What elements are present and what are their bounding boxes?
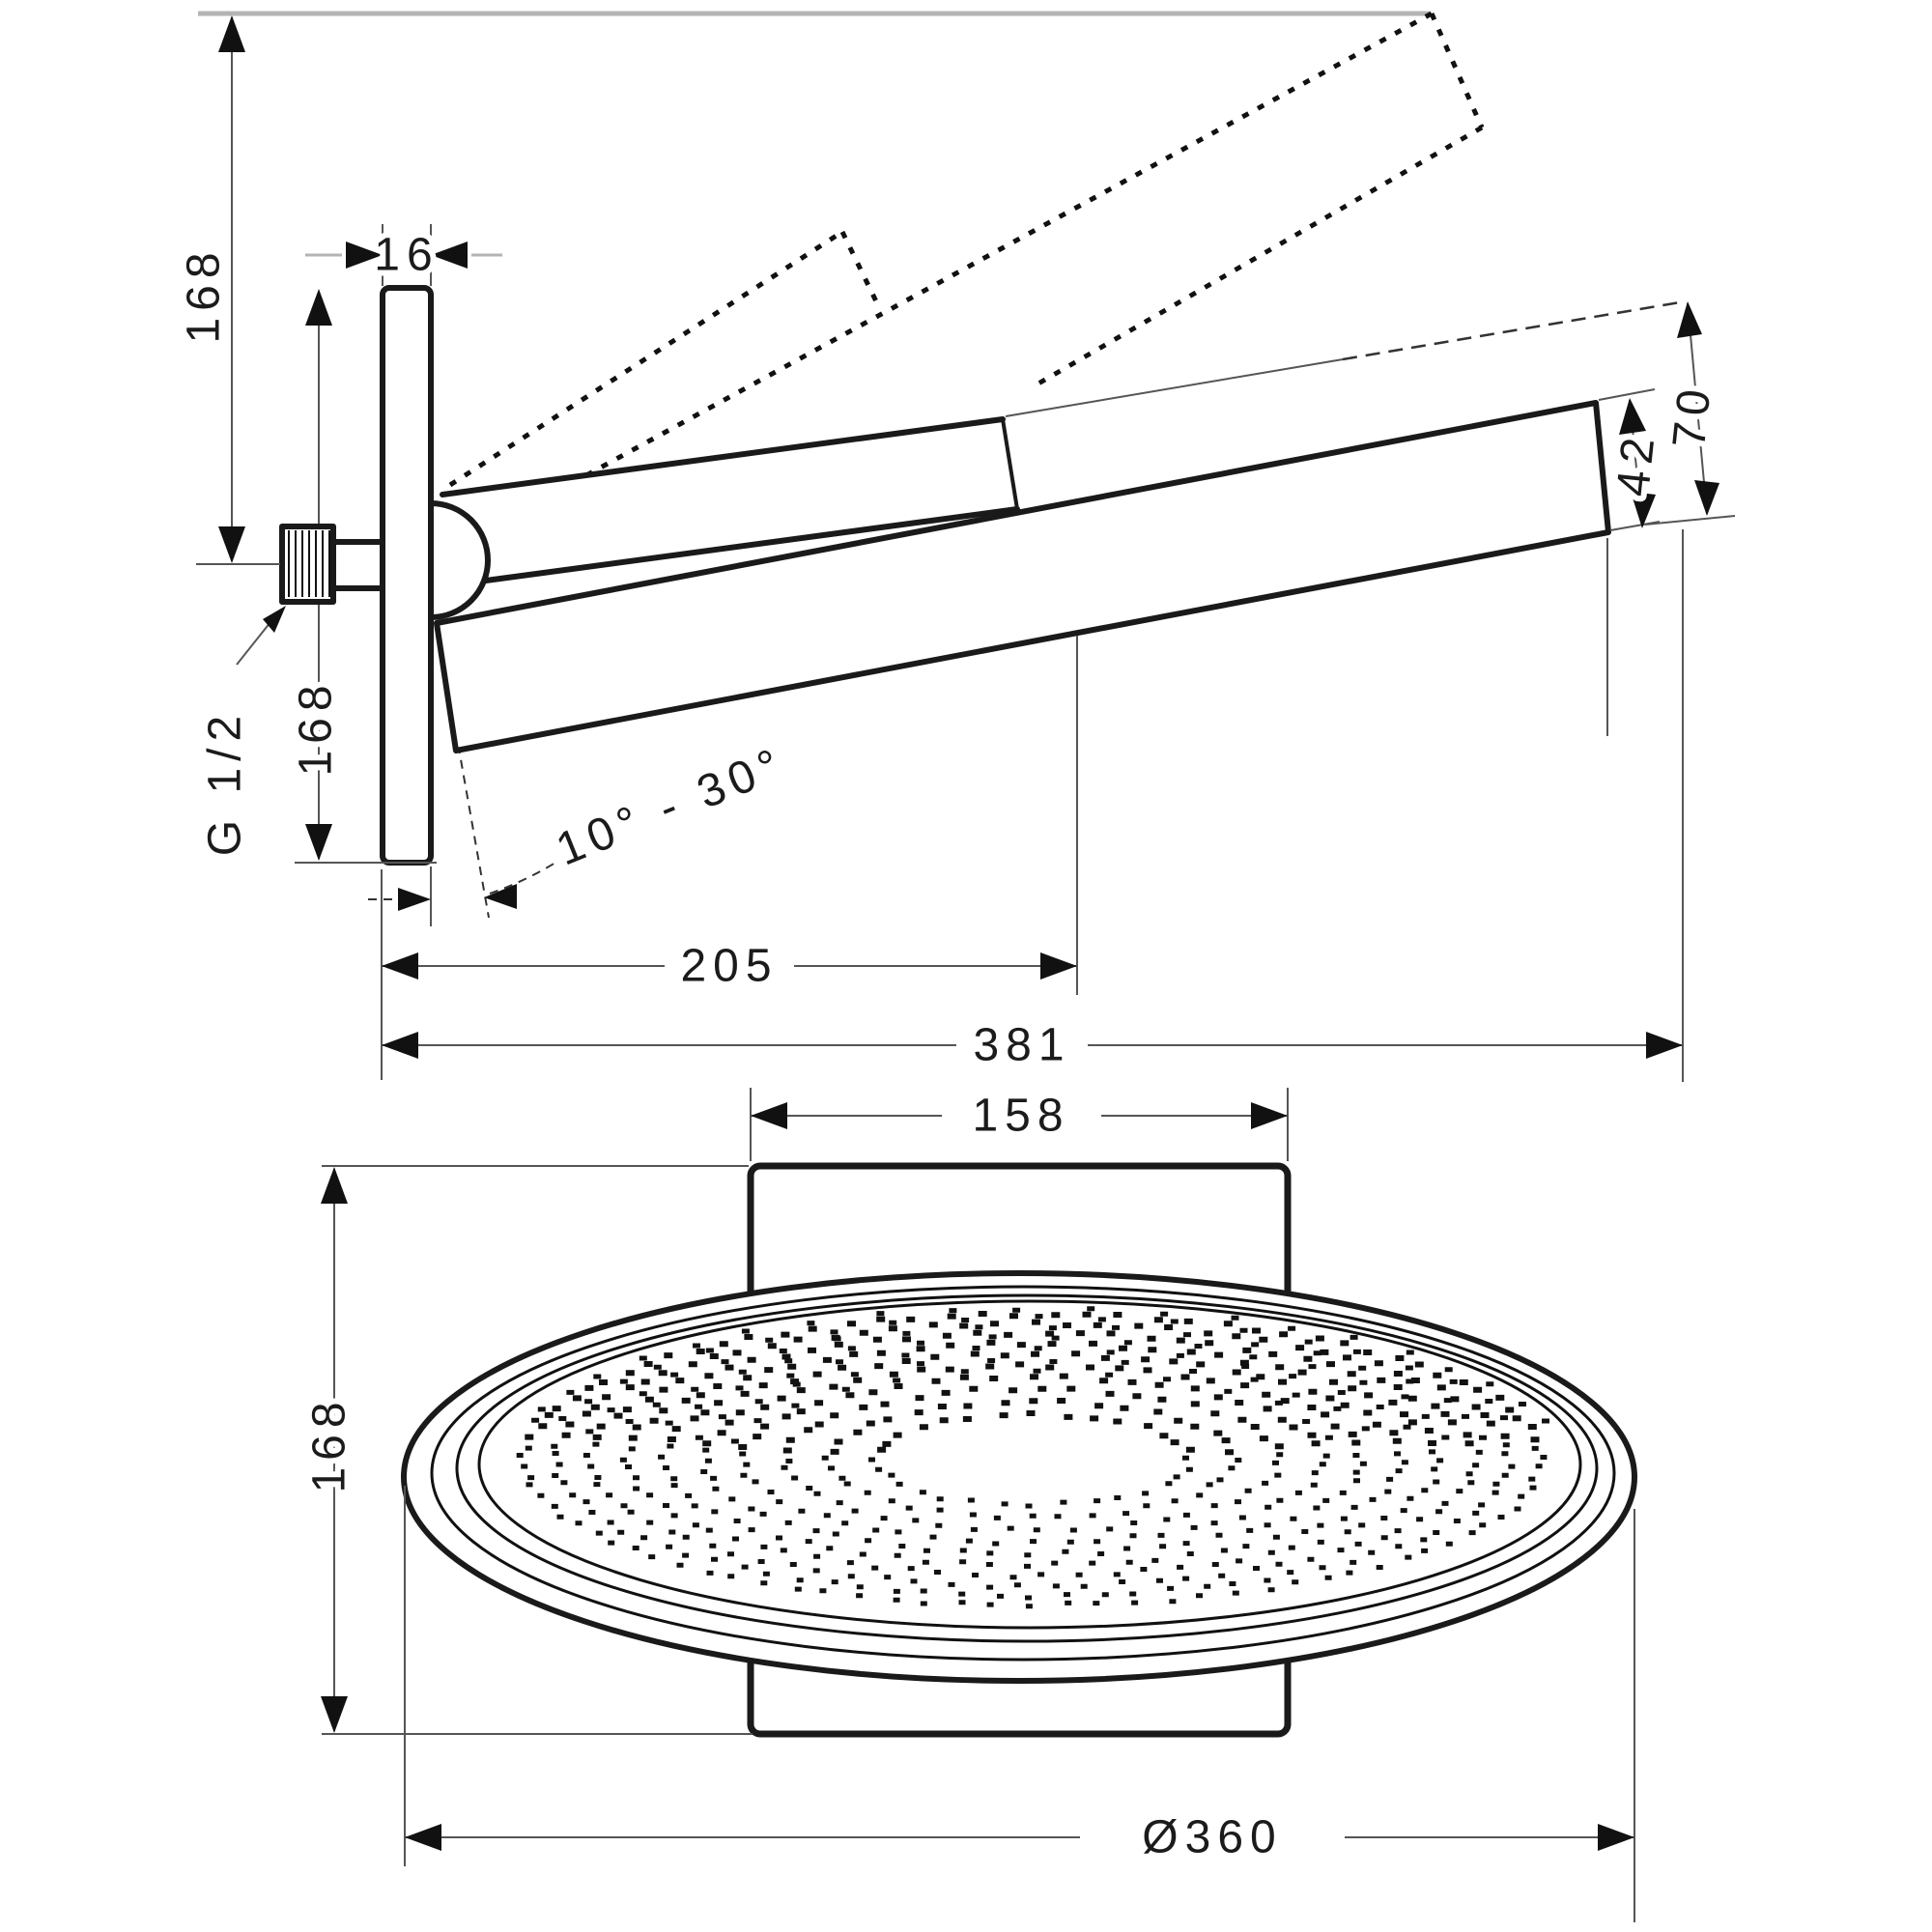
arm-extension-reference-line: [1005, 299, 1687, 417]
arrow-left: [484, 884, 517, 909]
raised-position-outline: [448, 11, 1485, 488]
rim-ring-1: [430, 1285, 1616, 1662]
side-view: 168 168: [173, 11, 1736, 1082]
dim-label-thread-size: G 1/2: [200, 709, 251, 856]
dim-label-wall-to-arm-end: 205: [680, 941, 778, 992]
spray-disc: [401, 1270, 1637, 1684]
rim-rings: [430, 1285, 1616, 1662]
dim-label-tilt-angle: 10° - 30°: [550, 737, 793, 875]
arm-bottom-edge: [483, 506, 1020, 583]
dim-wall-to-arm-end: 205: [381, 636, 1078, 1080]
reference-line-dashed: [1342, 299, 1687, 361]
dim-label-head-rim-thickness: 42: [1607, 429, 1665, 499]
dim-label-bracket-height: 168: [304, 1395, 355, 1492]
dim-bracket-width: 158: [750, 1085, 1289, 1161]
dim-label-bracket-width: 158: [972, 1091, 1069, 1142]
arrow-up: [305, 289, 332, 326]
reference-line-solid: [1005, 358, 1344, 417]
arrow-left: [346, 242, 383, 269]
leader-arrow: [263, 606, 286, 633]
nut-body: [279, 524, 336, 605]
arrow-right: [398, 888, 431, 911]
raised-head-top-edge: [584, 11, 1434, 478]
raised-arm-end-cap: [839, 230, 880, 305]
bottom-view: 158 168 Ø360: [298, 1085, 1637, 1922]
arrow-right: [431, 242, 468, 269]
dim-bracket-height: 168: [298, 1165, 753, 1735]
dim-head-rim-thickness: 42: [1598, 388, 1671, 531]
nut-stem: [330, 539, 385, 591]
dim-label-total-reach: 381: [973, 1020, 1070, 1071]
arrow-up: [1677, 301, 1702, 338]
arrow-up: [1619, 398, 1646, 435]
arrow-right: [1598, 1824, 1634, 1851]
dim-ceiling-to-axis: 168: [173, 15, 280, 565]
arrow-left: [751, 1102, 787, 1129]
dim-label-ceiling-to-axis: 168: [179, 245, 230, 343]
arrow-right: [1251, 1102, 1288, 1129]
arm-joint-line: [1001, 418, 1019, 510]
thread-callout: G 1/2: [194, 606, 286, 862]
dim-line: [1687, 302, 1708, 515]
rim-ring-3: [477, 1299, 1582, 1630]
arrow-down: [1631, 492, 1656, 528]
arrow-left: [405, 1824, 441, 1851]
arrow-up: [321, 1167, 348, 1204]
mounting-nut: [279, 524, 385, 605]
shower-arm: [440, 416, 1020, 583]
dim-label-plate-height: 168: [291, 678, 342, 776]
arrow-down: [1694, 480, 1719, 516]
arrow-left: [382, 1032, 418, 1059]
raised-head-bottom-edge: [1037, 125, 1484, 386]
extension-line-bottom: [1644, 515, 1736, 526]
arm-top-edge: [440, 416, 1006, 497]
arrow-down: [305, 824, 332, 861]
dim-head-diameter: Ø360: [404, 1486, 1635, 1922]
arc-tail-right: [489, 862, 556, 895]
spray-head-profile: [434, 400, 1611, 753]
dim-label-head-end-height: 70: [1663, 381, 1721, 451]
wall-plate: [380, 285, 434, 866]
nut-knurling: [288, 530, 330, 597]
extension-line-top: [1598, 388, 1656, 401]
rim-ring-2: [455, 1293, 1599, 1643]
arrow-up: [218, 15, 245, 52]
dim-label-head-diameter: Ø360: [1142, 1812, 1282, 1863]
arrow-right: [1646, 1032, 1683, 1059]
dim-head-end-height: 70: [1644, 301, 1736, 526]
dim-plate-thickness: 16: [305, 224, 502, 287]
dim-label-plate-thickness: 16: [374, 230, 439, 281]
pivot-joint: [428, 500, 491, 620]
arrow-down: [321, 1696, 348, 1733]
arrow-down: [218, 526, 245, 563]
raised-head-end-cap: [1429, 12, 1485, 129]
arrow-right: [1040, 952, 1077, 980]
arrow-left: [382, 952, 418, 980]
dim-total-reach: 381: [382, 529, 1684, 1082]
raised-arm-top-edge: [448, 229, 844, 488]
